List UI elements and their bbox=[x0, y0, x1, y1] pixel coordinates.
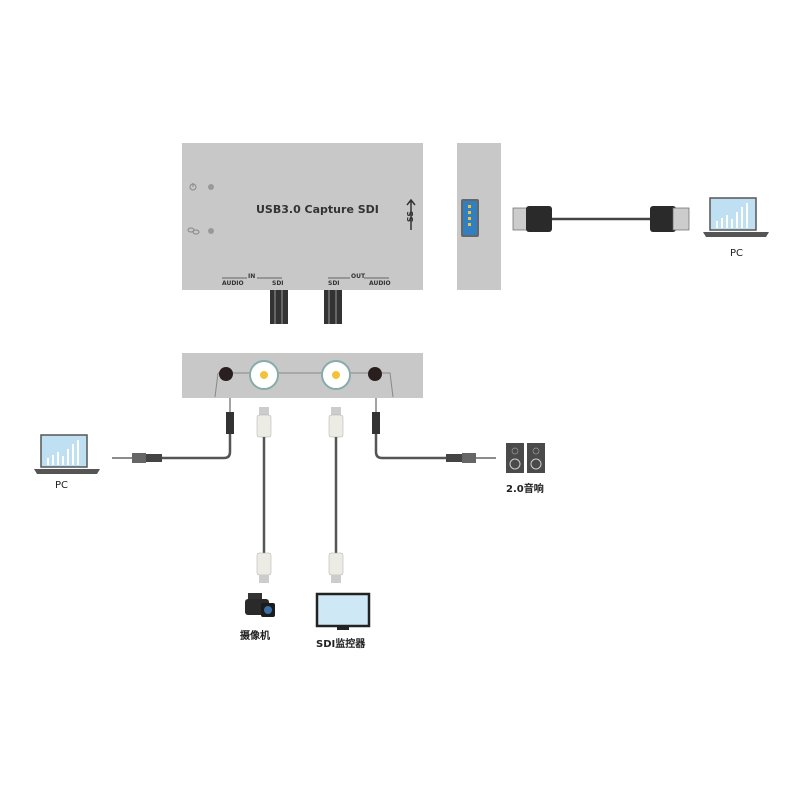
out-label: OUT bbox=[351, 273, 366, 280]
out-audio-label: AUDIO bbox=[369, 280, 391, 287]
capture-device-body bbox=[182, 143, 423, 290]
sdi-in-cable bbox=[256, 407, 272, 583]
speakers-icon bbox=[506, 443, 545, 473]
monitor-icon bbox=[315, 592, 371, 630]
device-title: USB3.0 Capture SDI bbox=[256, 203, 379, 216]
power-led bbox=[208, 184, 214, 190]
camera-icon bbox=[245, 593, 275, 617]
usb-ss-icon bbox=[406, 198, 416, 230]
out-sdi-label: SDI bbox=[328, 280, 340, 287]
signal-led bbox=[208, 228, 214, 234]
audio-out-jack[interactable] bbox=[368, 367, 382, 381]
monitor-label: SDI监控器 bbox=[316, 639, 366, 650]
in-sdi-label: SDI bbox=[272, 280, 284, 287]
sdi-out-cable-stub bbox=[324, 290, 342, 324]
in-label: IN bbox=[248, 273, 256, 280]
camera-label: 摄像机 bbox=[240, 631, 270, 642]
sdi-out-cable bbox=[328, 407, 344, 583]
pc-top-label: PC bbox=[730, 248, 744, 259]
usb3-port[interactable] bbox=[461, 199, 479, 237]
pc-laptop-icon bbox=[703, 197, 769, 237]
power-icon bbox=[189, 183, 197, 191]
sdi-out-bnc[interactable] bbox=[321, 360, 351, 390]
pc-left-label: PC bbox=[55, 480, 69, 491]
in-audio-label: AUDIO bbox=[222, 280, 244, 287]
usb-cable bbox=[512, 206, 690, 232]
audio-in-cable bbox=[112, 398, 234, 463]
usb-ss-label: SS bbox=[406, 210, 416, 223]
sdi-in-cable-stub bbox=[270, 290, 288, 324]
speakers-label: 2.0音响 bbox=[506, 484, 544, 495]
audio-out-cable bbox=[372, 398, 496, 463]
link-icon bbox=[187, 227, 200, 235]
sdi-in-bnc[interactable] bbox=[249, 360, 279, 390]
audio-in-jack[interactable] bbox=[219, 367, 233, 381]
pc-laptop-left-icon bbox=[34, 434, 100, 474]
